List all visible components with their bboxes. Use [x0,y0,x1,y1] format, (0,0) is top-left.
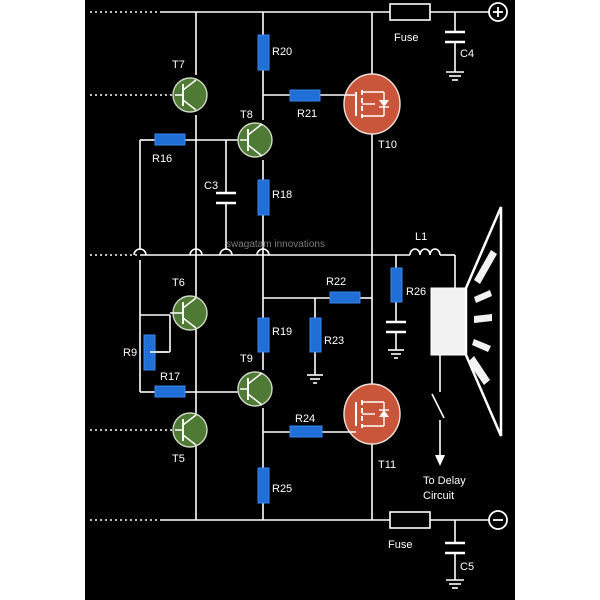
label-r25: R25 [272,483,292,495]
resistor-r22 [329,291,361,304]
label-t11: T11 [378,459,396,471]
label-l1: L1 [415,231,427,243]
label-fuse-top: Fuse [394,32,418,44]
capacitor-c3 [216,191,236,205]
transistor-t8 [237,122,273,158]
transistor-t9 [237,371,273,407]
fuse-bottom [389,511,431,529]
capacitor-c5 [445,541,465,555]
label-t10: T10 [378,139,397,151]
transistor-t5 [172,412,208,448]
resistor-r19 [257,317,270,353]
label-c4: C4 [460,48,474,60]
label-circuit: Circuit [423,490,454,502]
resistor-r24 [289,425,323,438]
label-fuse-bottom: Fuse [388,539,412,551]
label-r18: R18 [272,189,292,201]
speaker-icon [430,206,503,437]
mosfet-t11 [343,383,401,445]
label-c3: C3 [204,180,218,192]
fuse-top [389,3,431,21]
resistor-r17 [154,385,186,398]
resistor-r16 [154,133,186,146]
label-t7: T7 [172,59,185,71]
resistor-r25 [257,467,270,504]
label-r22: R22 [326,276,346,288]
positive-terminal-icon [488,2,508,22]
watermark: swagatam innovations [226,239,325,250]
inductor-l1 [409,248,441,256]
component-labels: T7 T8 T6 T9 T5 T10 T11 R20 R21 R16 R18 R… [123,32,474,573]
label-r16: R16 [152,153,172,165]
resistor-r18 [257,179,270,216]
label-r9: R9 [123,347,137,359]
capacitor-r26-snubber [386,320,406,334]
negative-terminal-icon [488,510,508,530]
resistor-r21 [289,89,321,102]
label-r23: R23 [324,335,344,347]
transistor-t7 [172,77,208,113]
mosfet-t10 [343,73,401,135]
label-r20: R20 [272,46,292,58]
label-r19: R19 [272,326,292,338]
resistor-r26 [390,267,403,303]
label-to-delay: To Delay [423,475,466,487]
label-t6: T6 [172,277,185,289]
resistor-r20 [257,34,270,71]
capacitor-c4 [445,30,465,44]
wire-crossovers [133,248,270,256]
resistor-r23 [309,317,322,353]
label-r24: R24 [295,413,315,425]
label-t5: T5 [172,453,185,465]
transistor-t6 [170,295,208,331]
label-t9: T9 [240,353,253,365]
label-t8: T8 [240,109,253,121]
label-c5: C5 [460,561,474,573]
label-r17: R17 [160,371,180,383]
label-r26: R26 [406,286,426,298]
label-r21: R21 [297,108,317,120]
